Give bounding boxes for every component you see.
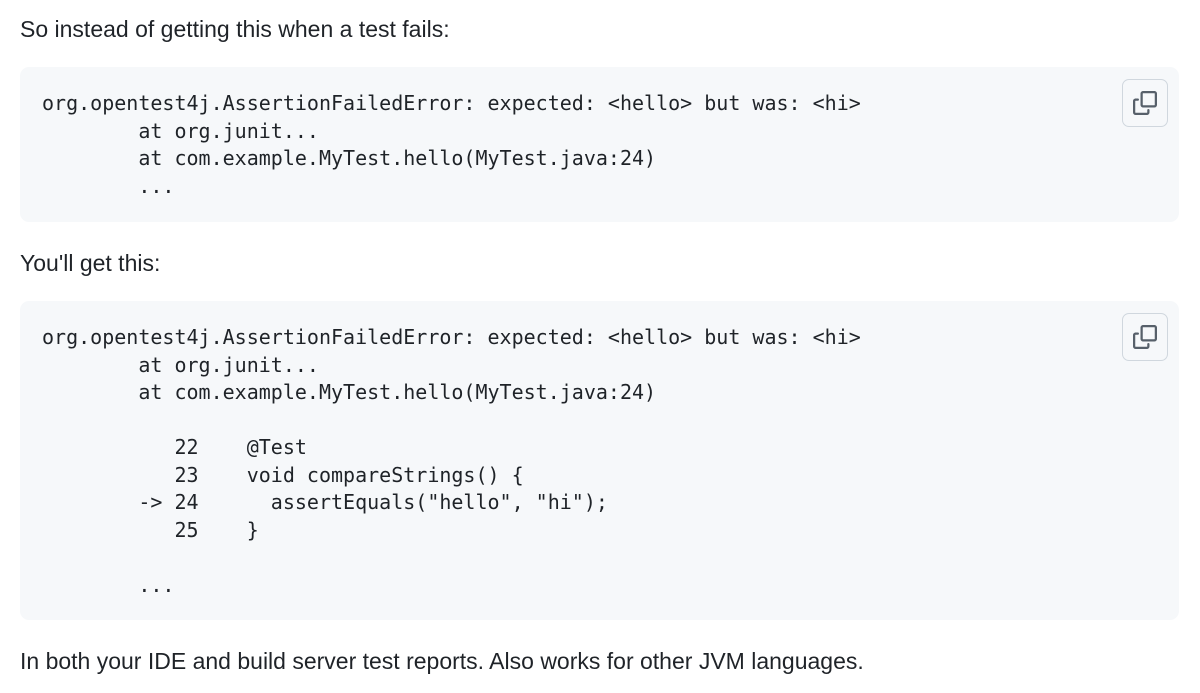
code-block-plain-trace: org.opentest4j.AssertionFailedError: exp… [20,67,1179,222]
copy-icon [1133,91,1157,115]
code-text: org.opentest4j.AssertionFailedError: exp… [42,91,861,198]
code-text: org.opentest4j.AssertionFailedError: exp… [42,325,861,597]
copy-button[interactable] [1122,79,1168,127]
copy-icon [1133,325,1157,349]
intro-paragraph: So instead of getting this when a test f… [20,16,450,42]
copy-button[interactable] [1122,313,1168,361]
middle-paragraph: You'll get this: [20,250,161,276]
code-block-enhanced-trace: org.opentest4j.AssertionFailedError: exp… [20,301,1179,620]
outro-paragraph: In both your IDE and build server test r… [20,648,864,674]
